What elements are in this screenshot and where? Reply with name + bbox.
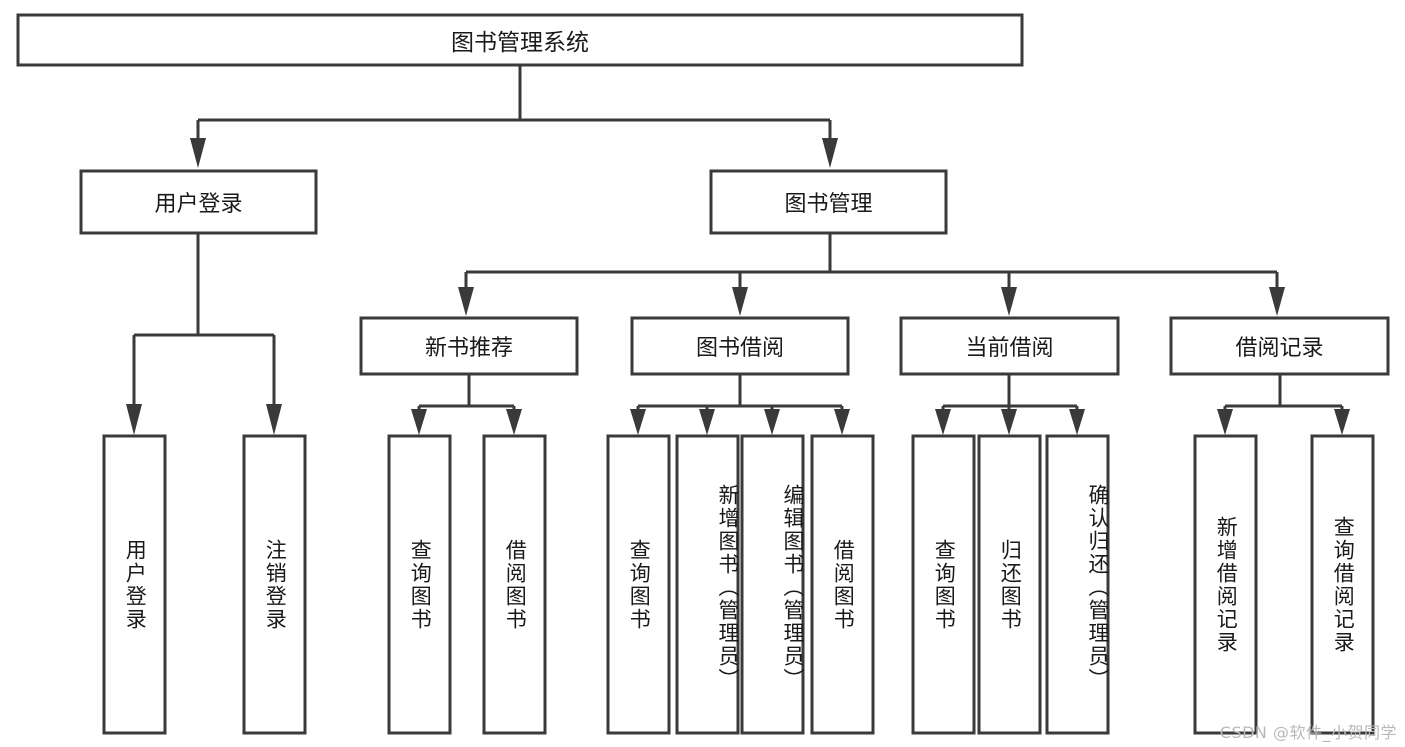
connector-group-newbook bbox=[411, 374, 522, 435]
leaf-box-user-login-0[interactable] bbox=[102, 434, 167, 735]
arrow-head-borrowrecord-l2 bbox=[1334, 409, 1350, 435]
leaf-box-book-borrow-3[interactable] bbox=[810, 434, 875, 735]
arrow-head-newbook-l2 bbox=[506, 409, 522, 435]
leaf-box-book-borrow-2[interactable] bbox=[740, 434, 805, 735]
leaf-box-borrow-record-0[interactable] bbox=[1193, 434, 1258, 735]
arrow-head-userlogin bbox=[190, 138, 206, 168]
leaf-box-new-book-1[interactable] bbox=[482, 434, 547, 735]
connector-group-root bbox=[190, 66, 838, 168]
connector-group-userlogin bbox=[126, 233, 282, 435]
leaf-box-current-borrow-2[interactable] bbox=[1045, 434, 1110, 735]
leaf-box-book-borrow-0[interactable] bbox=[606, 434, 671, 735]
arrow-head-bookmgmt bbox=[822, 138, 838, 168]
arrow-head-borrowrecord-l1 bbox=[1217, 409, 1233, 435]
node-box-borrow-record[interactable] bbox=[1169, 316, 1390, 376]
leaf-box-borrow-record-1[interactable] bbox=[1310, 434, 1375, 735]
arrow-head-currentborrow-l3 bbox=[1069, 409, 1085, 435]
csdn-watermark: CSDN @软件_小贺同学 bbox=[1219, 723, 1397, 742]
arrow-head-bookborrow-l2 bbox=[699, 409, 715, 435]
connector-group-currentborrow bbox=[935, 374, 1085, 435]
arrow-head-bookborrow-l1 bbox=[630, 409, 646, 435]
arrow-head-newbook bbox=[458, 287, 474, 316]
node-box-user-login[interactable] bbox=[79, 169, 318, 235]
leaf-box-new-book-0[interactable] bbox=[387, 434, 452, 735]
node-box-book-management[interactable] bbox=[709, 169, 948, 235]
arrow-head-bookborrow bbox=[732, 287, 748, 316]
leaf-box-user-login-1[interactable] bbox=[242, 434, 307, 735]
arrow-head-userlogin-leaf2 bbox=[266, 404, 282, 435]
arrow-head-borrowrecord bbox=[1269, 287, 1285, 316]
arrow-head-userlogin-leaf1 bbox=[126, 404, 142, 435]
leaf-box-current-borrow-0[interactable] bbox=[911, 434, 976, 735]
node-box-new-book-recommend[interactable] bbox=[359, 316, 579, 376]
connector-group-borrowrecord bbox=[1217, 374, 1350, 435]
connector-group-bookmgmt bbox=[458, 233, 1285, 316]
leaf-box-current-borrow-1[interactable] bbox=[977, 434, 1042, 735]
arrow-head-currentborrow bbox=[1001, 287, 1017, 316]
arrow-head-bookborrow-l4 bbox=[834, 409, 850, 435]
node-box-root[interactable] bbox=[16, 13, 1024, 67]
node-box-book-borrow[interactable] bbox=[630, 316, 850, 376]
leaf-box-book-borrow-1[interactable] bbox=[675, 434, 740, 735]
arrow-head-bookborrow-l3 bbox=[764, 409, 780, 435]
connector-group-bookborrow bbox=[630, 374, 850, 435]
arrow-head-currentborrow-l1 bbox=[935, 409, 951, 435]
node-box-current-borrow[interactable] bbox=[899, 316, 1120, 376]
arrow-head-currentborrow-l2 bbox=[1001, 409, 1017, 435]
arrow-head-newbook-l1 bbox=[411, 409, 427, 435]
